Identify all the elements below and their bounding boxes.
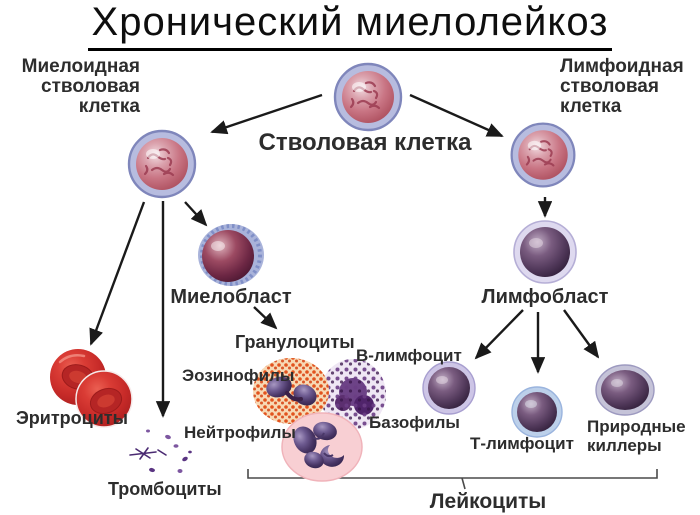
leukocytes-bracket [247,469,658,490]
arrow-myeloid-to-erythrocytes [89,201,146,346]
label-myeloblast: Миелобласт [170,286,292,308]
label-eosinophils: Эозинофилы [182,366,295,385]
label-neutrophils: Нейтрофилы [184,423,296,442]
arrows [89,93,600,418]
stem-cell-illustration [335,64,401,130]
arrow-stem-to-myeloid [210,93,323,135]
myeloid-stem-cell-illustration [129,131,195,197]
eosinophil-illustration [253,358,329,424]
label-stem-cell: Стволовая клетка [258,129,472,156]
label-myeloid-stem-cell: Миелоидная стволовая клетка [21,56,140,117]
neutrophil-illustration [281,412,363,482]
b-lymphocyte-illustration [422,361,476,415]
natural-killer-illustration [595,364,655,416]
label-b-lymphocyte: В-лимфоцит [356,346,462,365]
label-lymphoblast: Лимфобласт [481,286,609,308]
label-basophils: Базофилы [369,413,460,432]
erythrocytes-illustration [50,349,133,428]
arrow-myeloblast-to-granulocytes [253,306,278,330]
label-lymphoid-stem-cell: Лимфоидная стволовая клетка [560,56,684,117]
label-erythrocytes: Эритроциты [16,408,128,428]
label-granulocytes: Гранулоциты [235,332,355,352]
t-lymphocyte-illustration [511,386,563,438]
lymphoblast-illustration [513,220,577,284]
lymphoid-stem-cell-illustration [512,124,575,187]
label-leukocytes: Лейкоциты [429,490,547,513]
arrow-stem-to-lymphoid [409,93,504,138]
myeloblast-illustration [198,224,264,286]
arrow-lymphoblast-to-nk [563,309,600,359]
label-t-lymphocyte: Т-лимфоцит [470,434,574,453]
arrow-myeloid-to-myeloblast [184,201,208,227]
basophil-illustration [320,359,386,429]
arrow-lymphoblast-to-b [474,309,524,360]
label-natural-killers: Природные киллеры [587,417,686,455]
platelets-illustration [129,429,192,473]
page-title: Хронический миелолейкоз [0,0,700,51]
label-platelets: Тромбоциты [108,479,222,499]
